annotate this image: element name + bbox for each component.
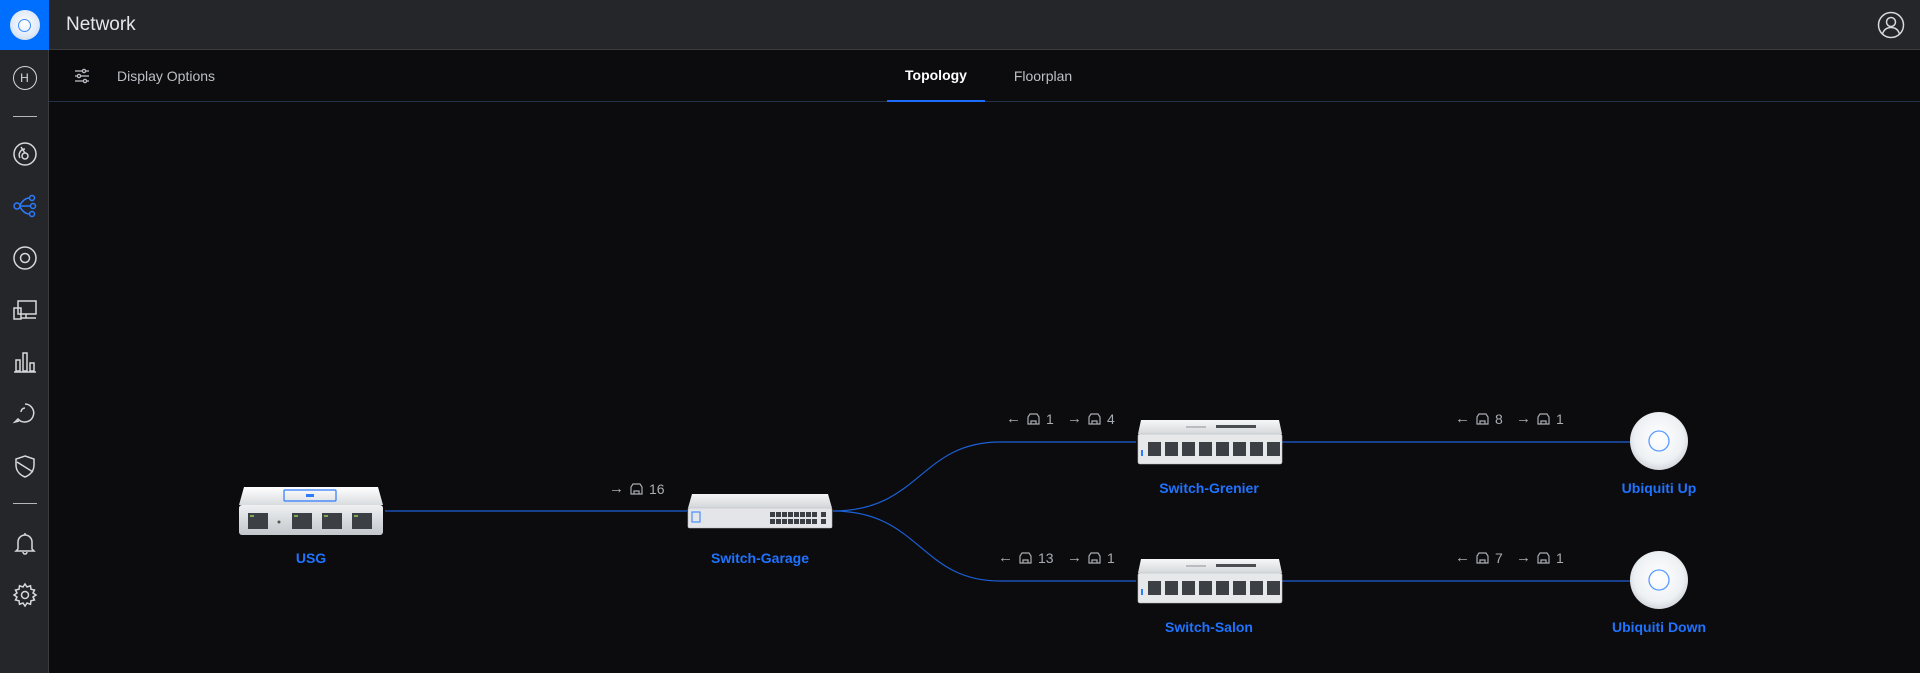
user-account-icon[interactable] (1877, 11, 1905, 39)
device-switch-grenier[interactable] (1136, 418, 1284, 471)
stat-value: 1 (1046, 410, 1054, 427)
top-header: Network (49, 0, 1920, 50)
statistics-icon (13, 352, 36, 373)
upload-arrow-icon: ← (1455, 549, 1470, 566)
download-arrow-icon: → (1067, 410, 1082, 427)
sidebar-item-settings[interactable] (0, 575, 49, 615)
tab-topology[interactable]: Topology (887, 50, 985, 102)
device-label-switch-salon[interactable]: Switch-Salon (1165, 619, 1253, 635)
link-stat-grenier-apup-down: → 1 (1516, 410, 1564, 427)
device-label-switch-garage[interactable]: Switch-Garage (710, 550, 810, 566)
topology-icon (12, 194, 36, 218)
stat-value: 16 (649, 480, 665, 497)
display-options-label: Display Options (117, 68, 216, 84)
stat-value: 7 (1495, 549, 1503, 566)
sidebar-item-threat-management[interactable] (0, 446, 49, 486)
link-stat-usg-garage-down: → 16 (609, 480, 665, 497)
view-toolbar: Display Options Topology Floorplan (49, 50, 1920, 102)
home-badge: H (12, 66, 37, 90)
ethernet-port-icon (1537, 552, 1550, 564)
device-label-switch-grenier[interactable]: Switch-Grenier (1159, 480, 1259, 496)
device-usg[interactable] (236, 485, 386, 542)
ubiquiti-logo[interactable] (0, 0, 49, 50)
download-arrow-icon: → (1516, 410, 1531, 427)
link-stat-garage-grenier-down: → 4 (1067, 410, 1115, 427)
ethernet-port-icon (1019, 552, 1032, 564)
sidebar-item-topology[interactable] (0, 186, 49, 226)
download-arrow-icon: → (609, 480, 624, 497)
link-stat-garage-salon-up: ← 13 (998, 549, 1054, 566)
stat-value: 1 (1556, 549, 1564, 566)
switch-device-icon (1137, 559, 1283, 604)
sidebar-item-devices[interactable] (0, 238, 49, 278)
tab-floorplan[interactable]: Floorplan (1013, 68, 1073, 84)
sidebar-item-statistics[interactable] (0, 342, 49, 382)
ethernet-port-icon (1537, 413, 1550, 425)
link-stat-salon-apdown-down: → 1 (1516, 549, 1564, 566)
sidebar-divider (13, 116, 37, 117)
device-label-usg[interactable]: USG (295, 550, 327, 566)
upload-arrow-icon: ← (998, 549, 1013, 566)
sidebar-item-insights[interactable] (0, 394, 49, 434)
link-stat-garage-grenier-up: ← 1 (1006, 410, 1054, 427)
stat-value: 1 (1107, 549, 1115, 566)
link-stat-salon-apdown-up: ← 7 (1455, 549, 1503, 566)
sidebar-item-dashboard[interactable] (0, 134, 49, 174)
link-garage-grenier (832, 441, 1136, 512)
stat-value: 4 (1107, 410, 1115, 427)
sidebar: H (0, 0, 49, 673)
device-label-ubiquiti-down[interactable]: Ubiquiti Down (1611, 619, 1707, 635)
alerts-icon (13, 533, 36, 555)
insights-icon (12, 403, 34, 424)
threat-management-icon (14, 455, 35, 478)
page-title: Network (66, 14, 136, 35)
upload-arrow-icon: ← (1006, 410, 1021, 427)
ethernet-port-icon (630, 483, 643, 495)
device-switch-salon[interactable] (1136, 557, 1284, 610)
ethernet-port-icon (1476, 552, 1489, 564)
stat-value: 13 (1038, 549, 1054, 566)
ethernet-port-icon (1088, 552, 1101, 564)
switch-device-icon (687, 494, 833, 529)
ethernet-port-icon (1476, 413, 1489, 425)
access-point-icon (1630, 412, 1688, 470)
download-arrow-icon: → (1067, 549, 1082, 566)
clients-icon (12, 300, 37, 320)
ethernet-port-icon (1027, 413, 1040, 425)
device-ap-ubiquiti-up[interactable] (1629, 411, 1689, 476)
dashboard-icon (12, 142, 37, 166)
sidebar-item-clients[interactable] (0, 290, 49, 330)
upload-arrow-icon: ← (1455, 410, 1470, 427)
sidebar-item-home[interactable]: H (0, 58, 49, 98)
stat-value: 8 (1495, 410, 1503, 427)
access-point-icon (1630, 551, 1688, 609)
link-stat-garage-salon-down: → 1 (1067, 549, 1115, 566)
switch-device-icon (1137, 420, 1283, 465)
device-label-ubiquiti-up[interactable]: Ubiquiti Up (1621, 480, 1697, 496)
devices-icon (12, 246, 37, 270)
sidebar-divider (13, 503, 37, 504)
link-stat-grenier-apup-up: ← 8 (1455, 410, 1503, 427)
gateway-device-icon (239, 487, 383, 535)
sidebar-item-alerts[interactable] (0, 523, 49, 563)
settings-icon (12, 582, 37, 608)
device-ap-ubiquiti-down[interactable] (1629, 550, 1689, 615)
stat-value: 1 (1556, 410, 1564, 427)
ethernet-port-icon (1088, 413, 1101, 425)
sliders-icon (75, 68, 89, 84)
device-switch-garage[interactable] (686, 492, 834, 535)
download-arrow-icon: → (1516, 549, 1531, 566)
link-garage-salon (832, 510, 1136, 582)
display-options-button[interactable]: Display Options (73, 50, 215, 102)
logo-icon (9, 10, 40, 40)
